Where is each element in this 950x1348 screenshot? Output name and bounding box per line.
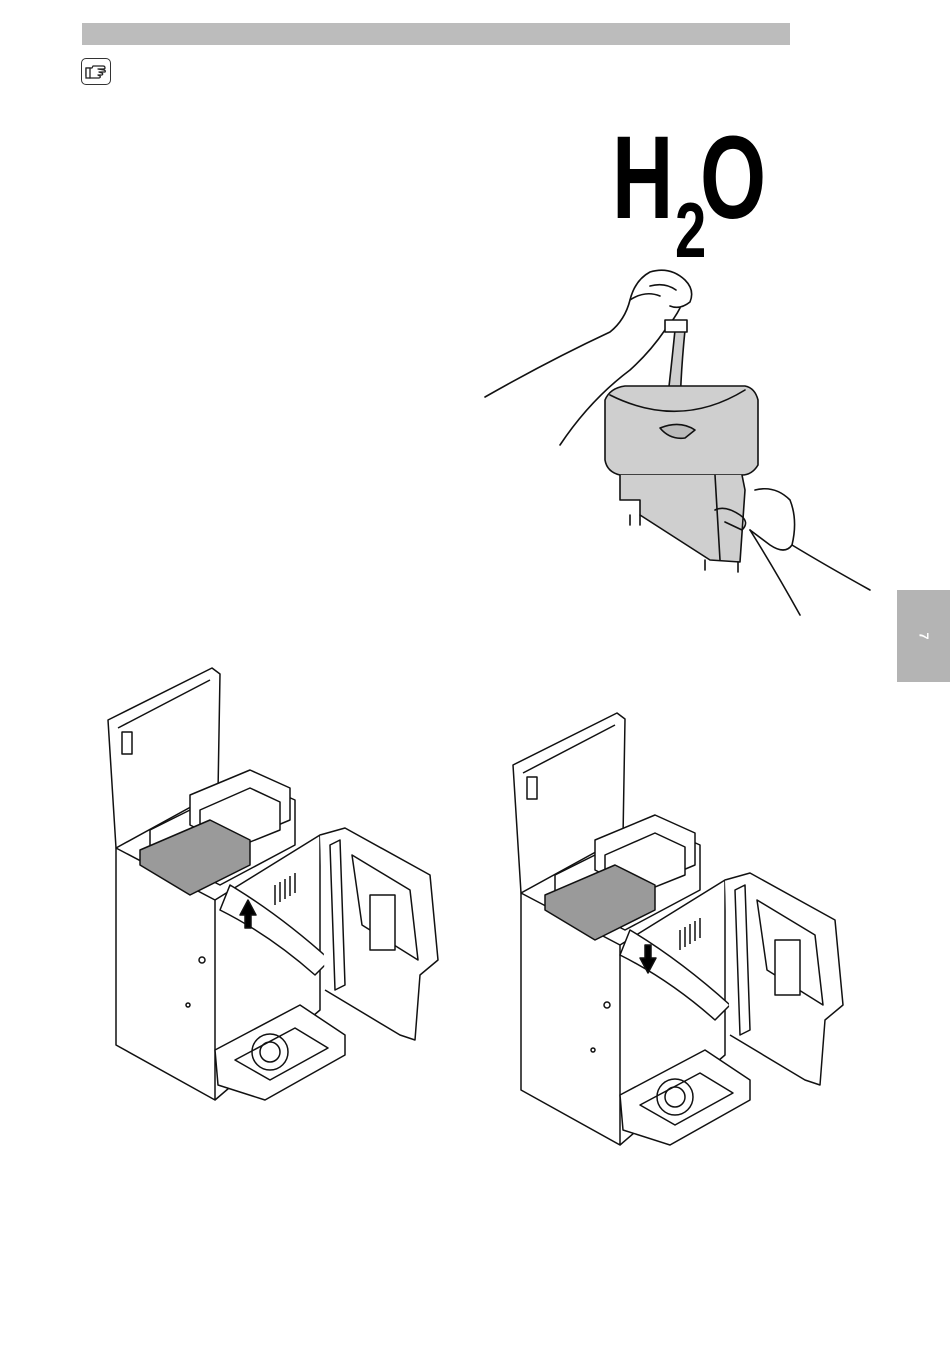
chapter-tab: 7 bbox=[897, 590, 950, 682]
machine-insert-tank-illustration bbox=[505, 705, 855, 1165]
pointing-hand-icon bbox=[81, 58, 111, 85]
header-bar bbox=[82, 23, 790, 45]
machine-remove-tank-illustration bbox=[100, 660, 450, 1120]
formula-h: H bbox=[612, 128, 673, 228]
chapter-number: 7 bbox=[916, 632, 931, 639]
water-tank-filling-illustration bbox=[480, 260, 880, 620]
formula-o: O bbox=[700, 128, 766, 228]
h2o-formula: H 2 O bbox=[612, 128, 772, 268]
